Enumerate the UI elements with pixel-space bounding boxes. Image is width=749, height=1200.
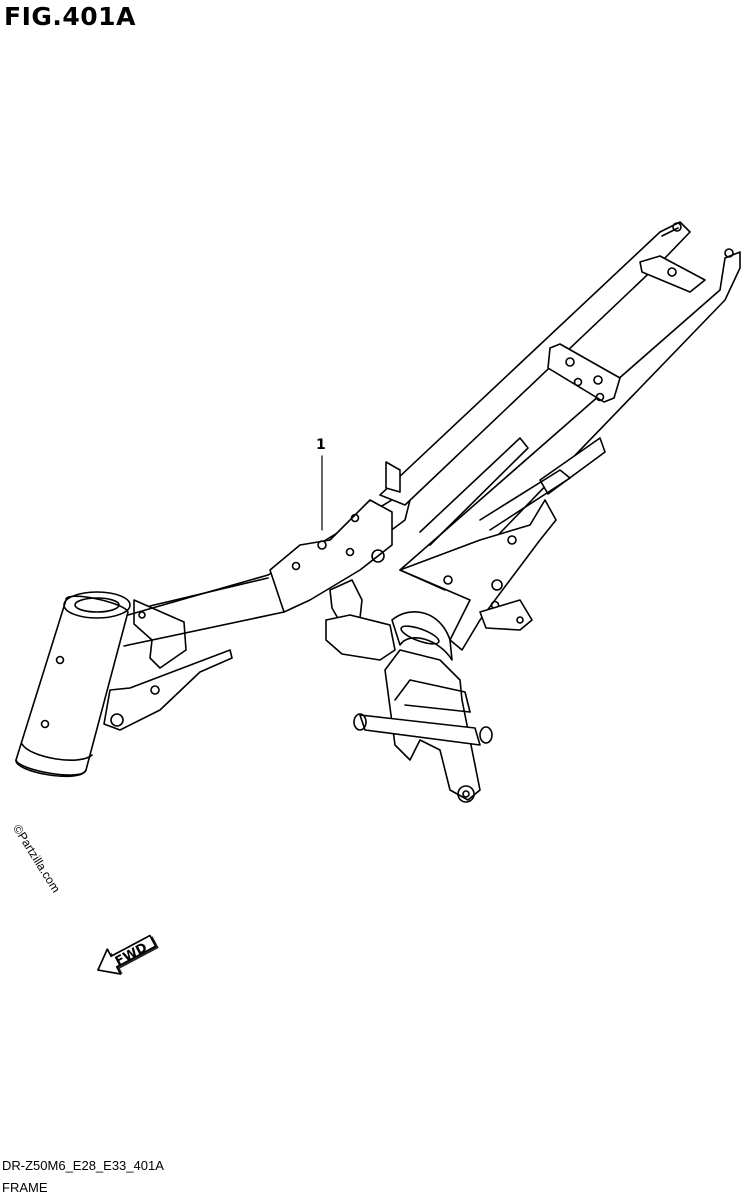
upper-rail-left bbox=[379, 221, 691, 506]
down-tube bbox=[325, 579, 453, 661]
figure-name: FRAME bbox=[2, 1180, 48, 1195]
center-gusset bbox=[269, 461, 401, 613]
pivot-shaft bbox=[353, 679, 493, 746]
seat-tube bbox=[399, 499, 557, 651]
callout-1: 1 bbox=[316, 437, 326, 453]
upper-rail-right bbox=[399, 248, 741, 591]
rear-cross-bracket-top bbox=[639, 255, 706, 293]
fwd-arrow bbox=[97, 934, 159, 975]
figure-title: FIG.401A bbox=[4, 2, 136, 31]
head-gusset bbox=[103, 599, 233, 731]
rear-cross-bracket-mid bbox=[547, 343, 621, 403]
figure-code: DR-Z50M6_E28_E33_401A bbox=[2, 1158, 164, 1173]
lower-seat-rail bbox=[419, 437, 606, 546]
steering-head-tube bbox=[15, 591, 131, 778]
